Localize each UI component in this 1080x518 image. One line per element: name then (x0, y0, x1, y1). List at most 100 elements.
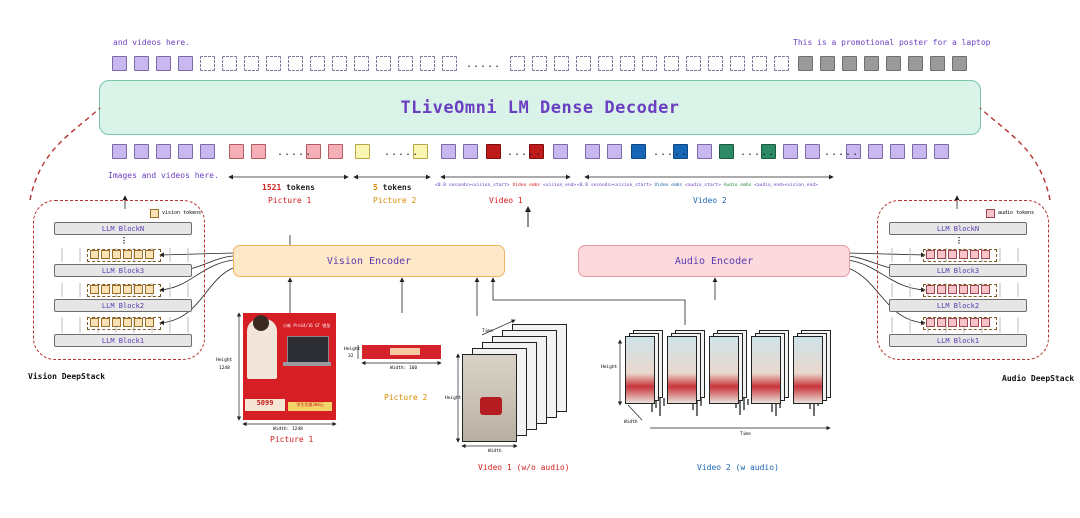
input-token (529, 144, 544, 159)
input-token (251, 144, 266, 159)
input-token (631, 144, 646, 159)
input-token (156, 144, 171, 159)
audio-injected-token-group (923, 249, 997, 262)
audio-injected-token (970, 285, 979, 294)
vision-injected-token (101, 250, 110, 259)
output-token (774, 56, 789, 71)
output-token (310, 56, 325, 71)
audio-injected-token-group (923, 284, 997, 297)
audio-deepstack-panel (877, 200, 1049, 360)
input-token (805, 144, 820, 159)
output-token (222, 56, 237, 71)
video1-caption: Video 1 (w/o audio) (478, 463, 570, 472)
vision-injected-token (90, 318, 99, 327)
output-token (532, 56, 547, 71)
input-token (441, 144, 456, 159)
audio-token-legend-label: audio tokens (998, 210, 1035, 216)
vision-injected-token (112, 250, 121, 259)
output-token (554, 56, 569, 71)
video2-frame (751, 336, 781, 404)
vision-token-legend-label: vision tokens (162, 210, 202, 216)
vision-injected-token (145, 285, 154, 294)
picture2-token-count: 5 tokens (373, 183, 412, 192)
vision-llm-block-1: LLM Block1 (54, 334, 192, 347)
output-ellipsis: ..... (466, 59, 502, 70)
output-token (798, 56, 813, 71)
audio-injected-token (970, 318, 979, 327)
video1-segment-label: Video 1 (489, 196, 523, 205)
vision-encoder-label: Vision Encoder (326, 255, 412, 267)
output-token (642, 56, 657, 71)
audio-injected-token (948, 250, 957, 259)
audio-injected-token (926, 285, 935, 294)
audio-injected-token (948, 318, 957, 327)
output-token (576, 56, 591, 71)
picture1-token-count: 1521 tokens (262, 183, 315, 192)
video2-caption: Video 2 (w audio) (697, 463, 779, 472)
audio-injected-token (937, 318, 946, 327)
video1-height-label: Height (445, 396, 462, 401)
picture2-caption: Picture 2 (384, 393, 428, 402)
video2-video-ellipsis: ..... (653, 147, 689, 158)
audio-encoder-label: Audio Encoder (674, 255, 754, 267)
picture1-height-label: Height (216, 358, 233, 363)
video1-bag-shape (480, 397, 502, 415)
input-token (846, 144, 861, 159)
audio-injected-token (981, 318, 990, 327)
picture1-token-ellipsis: ..... (277, 147, 313, 158)
output-token (398, 56, 413, 71)
video1-width-label: Width (488, 449, 502, 454)
audio-injected-token (981, 250, 990, 259)
vision-llm-block-2: LLM Block2 (54, 299, 192, 312)
vision-injected-token (90, 285, 99, 294)
output-token (112, 56, 127, 71)
input-token (328, 144, 343, 159)
input-text: Images and videos here. (108, 171, 219, 180)
audio-encoder: Audio Encoder (578, 245, 850, 277)
input-token (200, 144, 215, 159)
output-token (376, 56, 391, 71)
picture1-headline: 小新 Pro14/16 GT 锐龙 (283, 323, 331, 328)
picture1-price: 5099 (245, 399, 285, 411)
audio-injected-token (981, 285, 990, 294)
vision-encoder: Vision Encoder (233, 245, 505, 277)
audio-block-ellipsis: ⋮ (955, 236, 963, 245)
video1-token-ellipsis: ..... (507, 147, 543, 158)
output-token (598, 56, 613, 71)
input-token (607, 144, 622, 159)
audio-llm-block-1: LLM Block1 (889, 334, 1027, 347)
output-token (332, 56, 347, 71)
input-token (761, 144, 776, 159)
output-text-right: This is a promotional poster for a lapto… (793, 38, 991, 47)
vision-injected-token (123, 250, 132, 259)
picture2-token-ellipsis: ..... (384, 147, 420, 158)
input-token (306, 144, 321, 159)
input-token (463, 144, 478, 159)
decoder-title: TLiveOmni LM Dense Decoder (400, 97, 680, 118)
picture1-image: 5099 学生优惠300元 小新 Pro14/16 GT 锐龙 (243, 313, 336, 420)
output-token (730, 56, 745, 71)
vision-injected-token (134, 285, 143, 294)
input-token (178, 144, 193, 159)
video1-frame (462, 354, 517, 442)
output-token (664, 56, 679, 71)
input-token (229, 144, 244, 159)
vision-injected-token (101, 318, 110, 327)
video2-frame (709, 336, 739, 404)
output-token (952, 56, 967, 71)
output-text-left: and videos here. (113, 38, 191, 47)
output-token (288, 56, 303, 71)
audio-injected-token (937, 285, 946, 294)
audio-injected-token (948, 285, 957, 294)
input-token (585, 144, 600, 159)
output-token (752, 56, 767, 71)
output-token (886, 56, 901, 71)
vision-injected-token (123, 318, 132, 327)
vision-injected-token (112, 285, 121, 294)
input-token (413, 144, 428, 159)
video2-height-label: Height (601, 365, 618, 370)
audio-deepstack-title: Audio DeepStack (1002, 374, 1075, 383)
picture2-height-value: 32 (348, 354, 354, 359)
vision-injected-token (134, 250, 143, 259)
video2-frame (625, 336, 655, 404)
